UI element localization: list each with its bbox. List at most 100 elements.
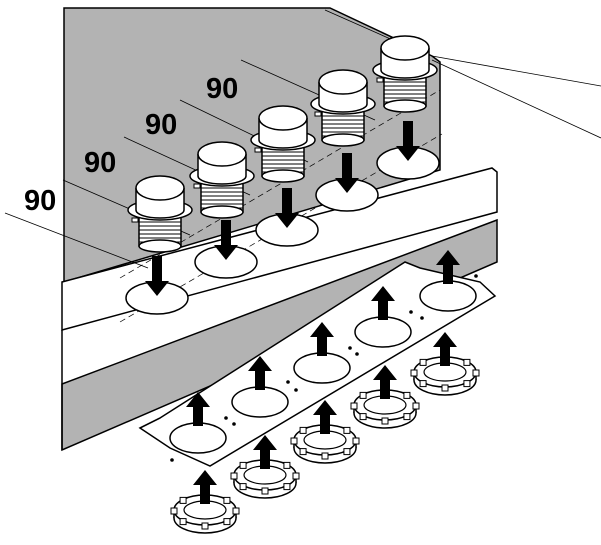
- nut-notch: [179, 496, 187, 504]
- nut-notch: [463, 358, 471, 366]
- nut-notch: [239, 461, 247, 469]
- connector-cap-top: [135, 175, 185, 201]
- gasket-hole: [474, 274, 478, 278]
- nut-notch: [472, 369, 480, 377]
- insert-arrow: [145, 256, 169, 296]
- lift-arrow: [253, 435, 277, 469]
- connector-cap-top: [380, 35, 430, 61]
- lock-nut: [350, 387, 420, 429]
- gasket-hole: [348, 346, 352, 350]
- connector-base: [261, 169, 305, 183]
- nut-notch: [359, 413, 367, 421]
- gasket-hole: [294, 388, 298, 392]
- nut-notch: [410, 369, 418, 377]
- nut-notch: [463, 380, 471, 388]
- connector-tab: [254, 147, 262, 153]
- connector: [372, 35, 438, 113]
- connector: [127, 175, 193, 253]
- gasket-hole: [409, 310, 413, 314]
- nut-notch: [419, 358, 427, 366]
- angle-labels: 90 90 90 90: [24, 73, 238, 217]
- nut-notch: [170, 507, 178, 515]
- connector-tab: [376, 77, 384, 83]
- connector-cap-top: [258, 105, 308, 131]
- gasket-opening: [293, 352, 351, 384]
- gasket-hole: [420, 316, 424, 320]
- nut-notch: [343, 426, 351, 434]
- lift-arrow: [371, 286, 395, 320]
- cap-rim: [258, 139, 308, 149]
- connector-base: [383, 99, 427, 113]
- connector: [250, 105, 316, 183]
- insert-arrow: [396, 121, 420, 161]
- angle-label: 90: [84, 147, 116, 179]
- nut-notch: [412, 402, 420, 410]
- gasket-opening: [354, 316, 412, 348]
- connector-base: [321, 133, 365, 147]
- connector-tab: [314, 111, 322, 117]
- nut-notch: [261, 487, 269, 495]
- nut-notch: [223, 518, 231, 526]
- connector-base: [138, 239, 182, 253]
- nut-notch: [179, 518, 187, 526]
- insert-arrows: [145, 121, 420, 296]
- nut-notch: [352, 437, 360, 445]
- nut-notch: [290, 437, 298, 445]
- nut-notch: [441, 384, 449, 392]
- nut-notch: [239, 483, 247, 491]
- nut-notch: [283, 461, 291, 469]
- nut-notch: [403, 391, 411, 399]
- connector-base: [200, 205, 244, 219]
- lift-arrow: [313, 400, 337, 434]
- nut-notch: [201, 522, 209, 530]
- insert-arrow: [275, 188, 299, 228]
- cap-rim: [380, 69, 430, 79]
- gasket-hole: [286, 380, 290, 384]
- angle-label: 90: [206, 73, 238, 105]
- connector-tab: [131, 217, 139, 223]
- gasket-hole: [224, 416, 228, 420]
- nut-notch: [321, 452, 329, 460]
- gasket-opening: [169, 422, 227, 454]
- connector: [310, 69, 376, 147]
- angle-label: 90: [24, 185, 56, 217]
- nut-notch: [299, 448, 307, 456]
- lift-arrow: [248, 356, 272, 390]
- lift-arrow: [436, 250, 460, 284]
- nut-notch: [419, 380, 427, 388]
- nut-notch: [403, 413, 411, 421]
- connector-cap-top: [318, 69, 368, 95]
- nut-notch: [292, 472, 300, 480]
- nut-notch: [381, 417, 389, 425]
- gasket-opening: [419, 280, 477, 312]
- callout-line: [431, 55, 601, 87]
- nut-notch: [232, 507, 240, 515]
- nut-notch: [299, 426, 307, 434]
- nut-notch: [283, 483, 291, 491]
- lift-arrow: [310, 322, 334, 356]
- connector-tab: [193, 183, 201, 189]
- angle-label: 90: [145, 109, 177, 141]
- lock-nuts: [170, 354, 480, 534]
- lift-arrow: [193, 470, 217, 504]
- gasket-hole: [232, 422, 236, 426]
- cap-rim: [135, 209, 185, 219]
- gasket-strip: [138, 261, 497, 467]
- nut-notch: [223, 496, 231, 504]
- nut-notch: [350, 402, 358, 410]
- nut-notch: [230, 472, 238, 480]
- panel-holes: [125, 146, 440, 315]
- nut-notch: [359, 391, 367, 399]
- gasket-tab: [139, 417, 161, 429]
- leader-line: [4, 212, 149, 269]
- gasket-hole: [170, 458, 174, 462]
- nut-notch: [343, 448, 351, 456]
- lift-arrow: [433, 332, 457, 366]
- connectors: [127, 35, 438, 253]
- insert-arrow: [214, 220, 238, 260]
- gasket-hole: [355, 352, 359, 356]
- cap-rim: [318, 103, 368, 113]
- callout-line: [431, 59, 601, 139]
